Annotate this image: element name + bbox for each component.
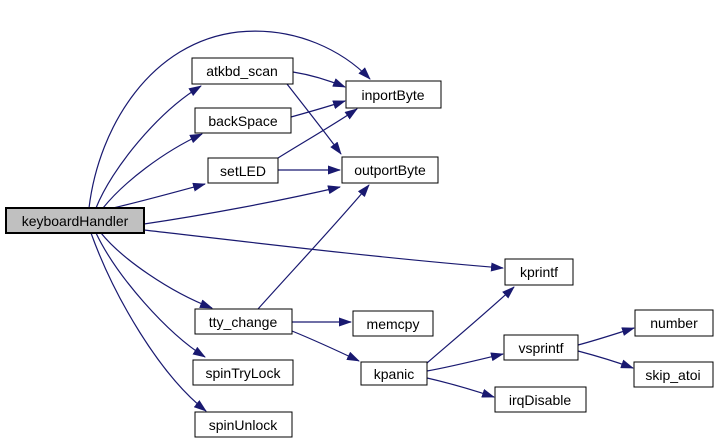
node-box-spinUnlock bbox=[194, 411, 293, 438]
node-label-atkbd_scan: atkbd_scan bbox=[206, 63, 278, 79]
edge-atkbd_scan-outportByte bbox=[286, 83, 342, 155]
node-backSpace[interactable]: backSpace bbox=[194, 107, 292, 134]
node-outportByte[interactable]: outportByte bbox=[341, 156, 439, 184]
edges-layer bbox=[88, 30, 635, 412]
node-label-skip_atoi: skip_atoi bbox=[645, 367, 700, 383]
edge-keyboardHandler-tty_change bbox=[100, 232, 213, 309]
edge-kpanic-irqDisable bbox=[426, 377, 495, 398]
node-box-setLED bbox=[207, 157, 279, 184]
node-label-kprintf: kprintf bbox=[520, 264, 558, 280]
edge-keyboardHandler-atkbd_scan bbox=[95, 85, 202, 209]
node-memcpy[interactable]: memcpy bbox=[352, 310, 434, 337]
node-box-irqDisable bbox=[494, 386, 587, 413]
node-label-irqDisable: irqDisable bbox=[509, 392, 571, 408]
edge-keyboardHandler-outportByte bbox=[143, 185, 341, 225]
edge-keyboardHandler-setLED bbox=[112, 182, 206, 209]
node-label-outportByte: outportByte bbox=[354, 162, 426, 178]
node-label-number: number bbox=[650, 315, 698, 331]
node-label-vsprintf: vsprintf bbox=[518, 340, 563, 356]
edge-vsprintf-skip_atoi bbox=[577, 350, 634, 369]
node-kprintf[interactable]: kprintf bbox=[504, 258, 574, 286]
edge-vsprintf-number bbox=[577, 327, 635, 346]
node-label-spinUnlock: spinUnlock bbox=[209, 417, 278, 433]
node-box-atkbd_scan bbox=[191, 57, 294, 85]
node-vsprintf[interactable]: vsprintf bbox=[503, 334, 579, 361]
node-box-kprintf bbox=[504, 258, 574, 286]
node-tty_change[interactable]: tty_change bbox=[194, 308, 293, 335]
node-label-inportByte: inportByte bbox=[361, 87, 424, 103]
nodes-layer: keyboardHandler atkbd_scan backSpace set… bbox=[5, 57, 714, 438]
node-box-outportByte bbox=[341, 156, 439, 184]
node-box-memcpy bbox=[352, 310, 434, 337]
node-box-backSpace bbox=[194, 107, 292, 134]
node-number[interactable]: number bbox=[634, 309, 714, 337]
edge-setLED-inportByte bbox=[277, 108, 358, 159]
node-label-memcpy: memcpy bbox=[367, 316, 420, 332]
node-keyboardHandler: keyboardHandler bbox=[5, 207, 145, 234]
node-skip_atoi[interactable]: skip_atoi bbox=[633, 361, 714, 388]
node-box-number bbox=[634, 309, 714, 337]
edge-atkbd_scan-inportByte bbox=[292, 71, 346, 88]
node-box-vsprintf bbox=[503, 334, 579, 361]
node-box-kpanic bbox=[360, 361, 428, 386]
edge-keyboardHandler-kprintf bbox=[143, 229, 504, 272]
node-label-backSpace: backSpace bbox=[208, 113, 277, 129]
edge-kpanic-kprintf bbox=[426, 286, 515, 364]
edge-keyboardHandler-spinUnlock bbox=[90, 232, 207, 412]
node-spinTryLock[interactable]: spinTryLock bbox=[192, 359, 294, 386]
node-label-tty_change: tty_change bbox=[209, 314, 278, 330]
edge-kpanic-vsprintf bbox=[426, 352, 504, 372]
edge-tty_change-kpanic bbox=[291, 330, 360, 362]
node-box-inportByte bbox=[345, 80, 442, 109]
node-setLED[interactable]: setLED bbox=[207, 157, 279, 184]
node-label-keyboardHandler: keyboardHandler bbox=[22, 213, 129, 229]
edge-keyboardHandler-backSpace bbox=[102, 133, 203, 209]
node-kpanic[interactable]: kpanic bbox=[360, 361, 428, 386]
edge-keyboardHandler-inportByte bbox=[88, 30, 371, 209]
node-box-skip_atoi bbox=[633, 361, 714, 388]
node-inportByte[interactable]: inportByte bbox=[345, 80, 442, 109]
node-box-tty_change bbox=[194, 308, 293, 335]
edge-backSpace-inportByte bbox=[290, 100, 346, 118]
node-box-spinTryLock bbox=[192, 359, 294, 386]
node-label-kpanic: kpanic bbox=[374, 366, 414, 382]
node-label-setLED: setLED bbox=[220, 163, 266, 179]
edge-tty_change-outportByte bbox=[257, 184, 370, 310]
node-irqDisable[interactable]: irqDisable bbox=[494, 386, 587, 413]
edge-keyboardHandler-spinTryLock bbox=[95, 232, 206, 358]
node-box-keyboardHandler bbox=[5, 207, 145, 234]
node-label-spinTryLock: spinTryLock bbox=[206, 365, 282, 381]
node-atkbd_scan[interactable]: atkbd_scan bbox=[191, 57, 294, 85]
node-spinUnlock[interactable]: spinUnlock bbox=[194, 411, 293, 438]
